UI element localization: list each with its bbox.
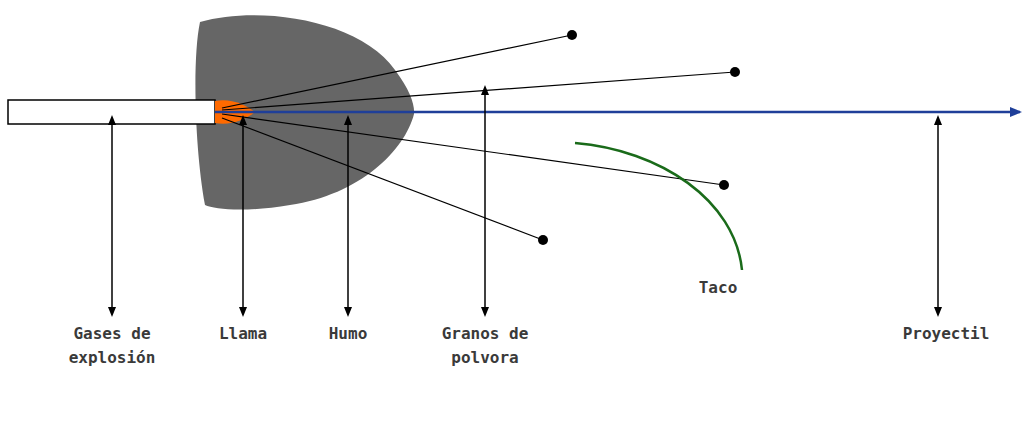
- part-label: Llama: [203, 322, 283, 346]
- part-label: Humo: [308, 322, 388, 346]
- part-label: Gases de explosión: [57, 322, 167, 370]
- part-label: Granos de polvora: [435, 322, 535, 370]
- wad-trajectory: [575, 143, 742, 270]
- grain-dots: [538, 30, 740, 245]
- projectile-trajectory: [215, 111, 1020, 114]
- leader-arrows: [112, 90, 938, 312]
- part-label: Proyectil: [881, 322, 1011, 346]
- powder-grains: [222, 35, 735, 240]
- part-label: Taco: [678, 276, 758, 300]
